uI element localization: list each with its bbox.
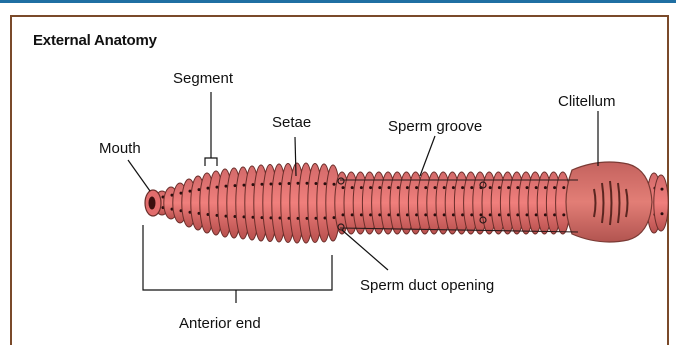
seta-dot [461,186,464,189]
label-sperm-groove: Sperm groove [388,118,482,135]
seta-dot [452,186,455,189]
seta-dot [443,186,446,189]
seta-dot [261,183,264,186]
seta-dot [397,186,400,189]
seta-dot [507,186,510,189]
sperm-duct-leader [342,230,388,270]
seta-dot [470,186,473,189]
earthworm-diagram: Segment Setae Sperm groove Clitellum Mou… [0,0,676,338]
seta-dot [297,182,300,185]
label-setae: Setae [272,114,311,131]
mouth-leader [128,160,150,191]
seta-dot [351,186,354,189]
seta-dot [324,182,327,185]
seta-dot [288,182,291,185]
seta-dot [270,182,273,185]
mouth-tip [145,190,161,216]
seta-dot [544,186,547,189]
seta-dot [333,183,336,186]
seta-dot [535,186,538,189]
segment-bracket [205,158,217,166]
seta-dot [562,213,565,216]
seta-dot [516,186,519,189]
seta-dot [498,186,501,189]
label-clitellum: Clitellum [558,93,616,110]
seta-dot [406,186,409,189]
seta-dot [526,186,529,189]
diagram-canvas: External Anatomy [0,0,676,338]
seta-dot [243,184,246,187]
seta-dot [553,186,556,189]
body-segment [654,175,668,231]
seta-dot [360,186,363,189]
label-anterior-end: Anterior end [179,315,261,332]
label-sperm-duct-opening: Sperm duct opening [360,277,494,294]
seta-dot [562,186,565,189]
seta-dot [661,188,664,191]
seta-dot [234,184,237,187]
seta-dot [434,186,437,189]
seta-dot [306,182,309,185]
seta-dot [252,183,255,186]
seta-dot [415,186,418,189]
seta-dot [378,186,381,189]
label-mouth: Mouth [99,140,141,157]
seta-dot [424,186,427,189]
seta-dot [369,186,372,189]
seta-dot [342,186,345,189]
clitellum [566,162,652,242]
seta-dot [279,182,282,185]
label-segment: Segment [173,70,234,87]
sperm-groove-leader [420,136,435,176]
seta-dot [489,186,492,189]
seta-dot [315,182,318,185]
seta-dot [388,186,391,189]
seta-dot [661,212,664,215]
